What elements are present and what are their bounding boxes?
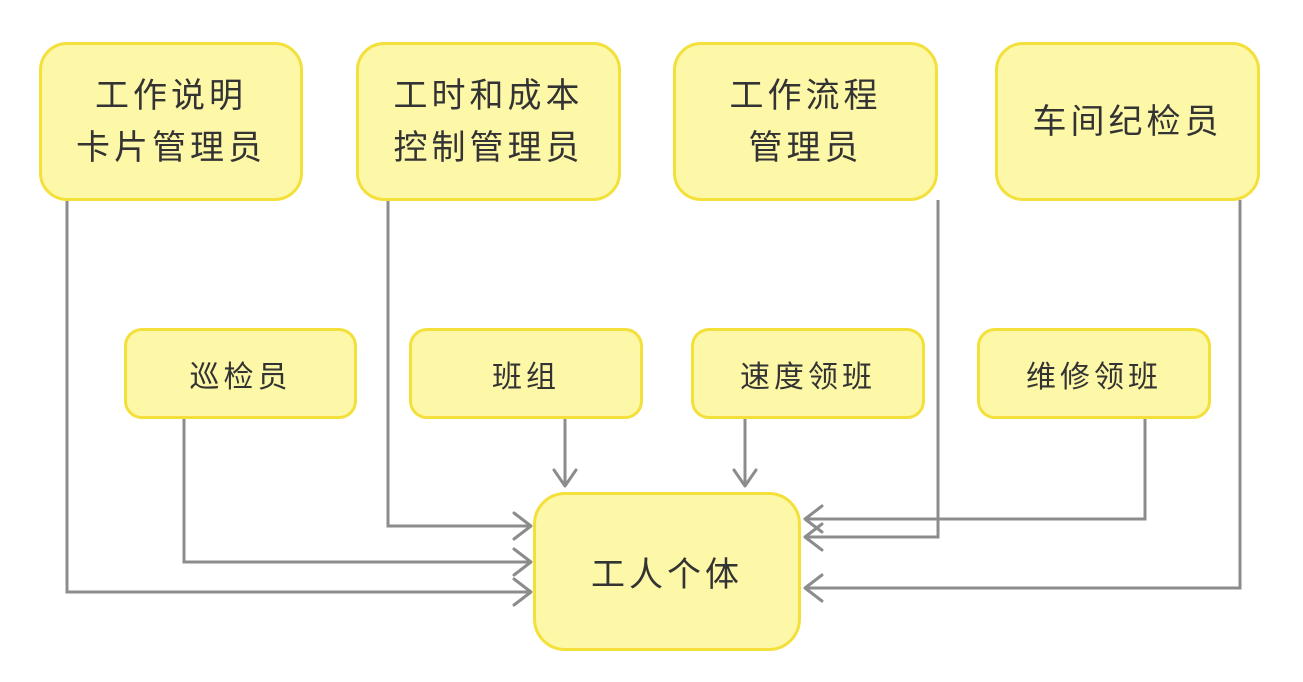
edge-n1-n9 (65, 200, 531, 594)
node-speed-foreman: 速度领班 (691, 328, 925, 419)
node-time-cost-manager: 工时和成本 控制管理员 (356, 42, 621, 201)
node-label: 巡检员 (189, 359, 292, 395)
edge-n2-n9 (386, 200, 531, 528)
node-label: 车间纪检员 (1032, 101, 1223, 142)
node-label: 工时和成本 控制管理员 (393, 75, 584, 168)
node-patrol-inspector: 巡检员 (124, 328, 357, 419)
arrowhead-n4-n9 (803, 573, 824, 603)
node-label: 工作说明 卡片管理员 (76, 75, 266, 168)
node-team: 班组 (409, 328, 643, 419)
arrowhead-n1-n9 (512, 577, 533, 607)
edge-n4-n9 (805, 200, 1242, 590)
edge-n8-n9 (805, 418, 1147, 521)
node-label: 工作流程 管理员 (729, 75, 882, 168)
arrowhead-n6-n9 (552, 468, 578, 488)
node-label: 维修领班 (1026, 359, 1162, 395)
edge-n5-n9 (182, 418, 531, 564)
arrowhead-n5-n9 (512, 547, 533, 577)
arrowhead-n3-n9 (803, 522, 824, 552)
node-label: 工人个体 (591, 555, 743, 595)
node-work-card-manager: 工作说明 卡片管理员 (39, 42, 303, 201)
node-label: 班组 (492, 359, 560, 395)
node-repair-foreman: 维修领班 (977, 328, 1211, 419)
arrowhead-n7-n9 (732, 468, 758, 488)
node-workflow-manager: 工作流程 管理员 (673, 42, 938, 201)
node-individual-worker: 工人个体 (533, 492, 801, 651)
node-label: 速度领班 (740, 359, 876, 395)
edge-n3-n9 (805, 200, 940, 539)
arrowhead-n2-n9 (512, 511, 533, 541)
node-workshop-inspector: 车间纪检员 (995, 42, 1260, 201)
